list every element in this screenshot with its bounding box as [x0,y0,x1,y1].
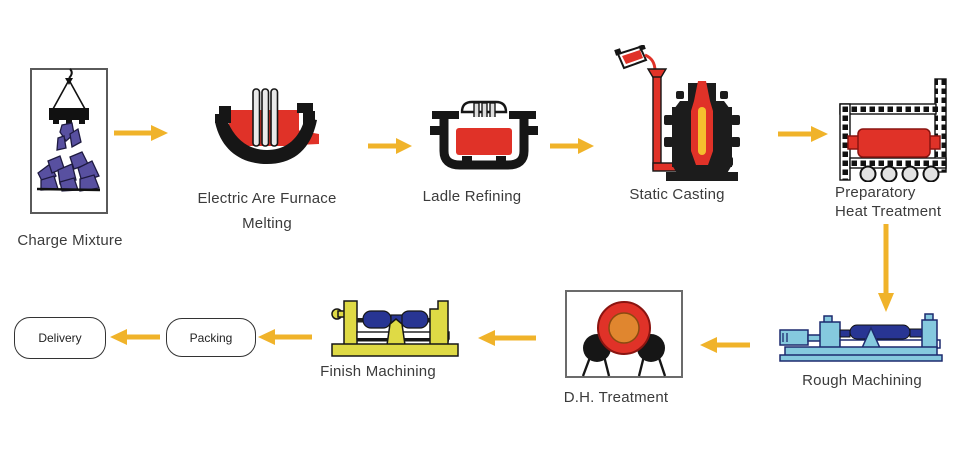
step-label-line2: Heat Treatment [835,203,942,220]
step-label-line1: Electric Are Furnace [197,190,337,207]
lathe-blue-icon [778,310,953,363]
step-label-electric-arc-furnace: Electric Are Furnace Melting [187,186,347,236]
scrap-charge-icon [30,68,108,214]
step-label-static-casting: Static Casting [629,186,725,203]
step-label-line2: Melting [242,215,292,232]
packing-label: Packing [189,330,233,345]
flow-arrow-left-3 [258,328,314,346]
step-label-line1: Preparatory [835,184,916,201]
flow-arrow-left-4 [110,328,162,346]
step-label-dh-treatment: D.H. Treatment [563,389,669,406]
flow-arrow-right-4 [776,125,828,143]
electric-arc-furnace-icon [213,88,321,176]
lathe-yellow-icon [330,296,462,360]
casting-mold-icon [612,45,742,185]
flow-arrow-left-2 [478,329,538,347]
heat-treatment-furnace-icon [832,78,952,182]
flow-arrow-right-2 [366,137,412,155]
ladle-refining-icon [428,100,540,178]
differential-hardening-icon [565,290,683,378]
flow-arrow-right-1 [112,124,168,142]
step-label-rough-machining: Rough Machining [802,372,922,389]
packing-box: Packing [166,318,256,357]
flow-arrow-left-1 [700,336,752,354]
step-label-preparatory-heat-treatment: Preparatory Heat Treatment [835,183,955,221]
step-label-charge-mixture: Charge Mixture [17,232,123,249]
delivery-label: Delivery [38,331,82,345]
flow-arrow-right-3 [548,137,594,155]
flow-arrow-down [877,224,895,312]
step-label-finish-machining: Finish Machining [320,363,436,380]
delivery-box: Delivery [14,317,106,359]
step-label-ladle-refining: Ladle Refining [422,188,522,205]
